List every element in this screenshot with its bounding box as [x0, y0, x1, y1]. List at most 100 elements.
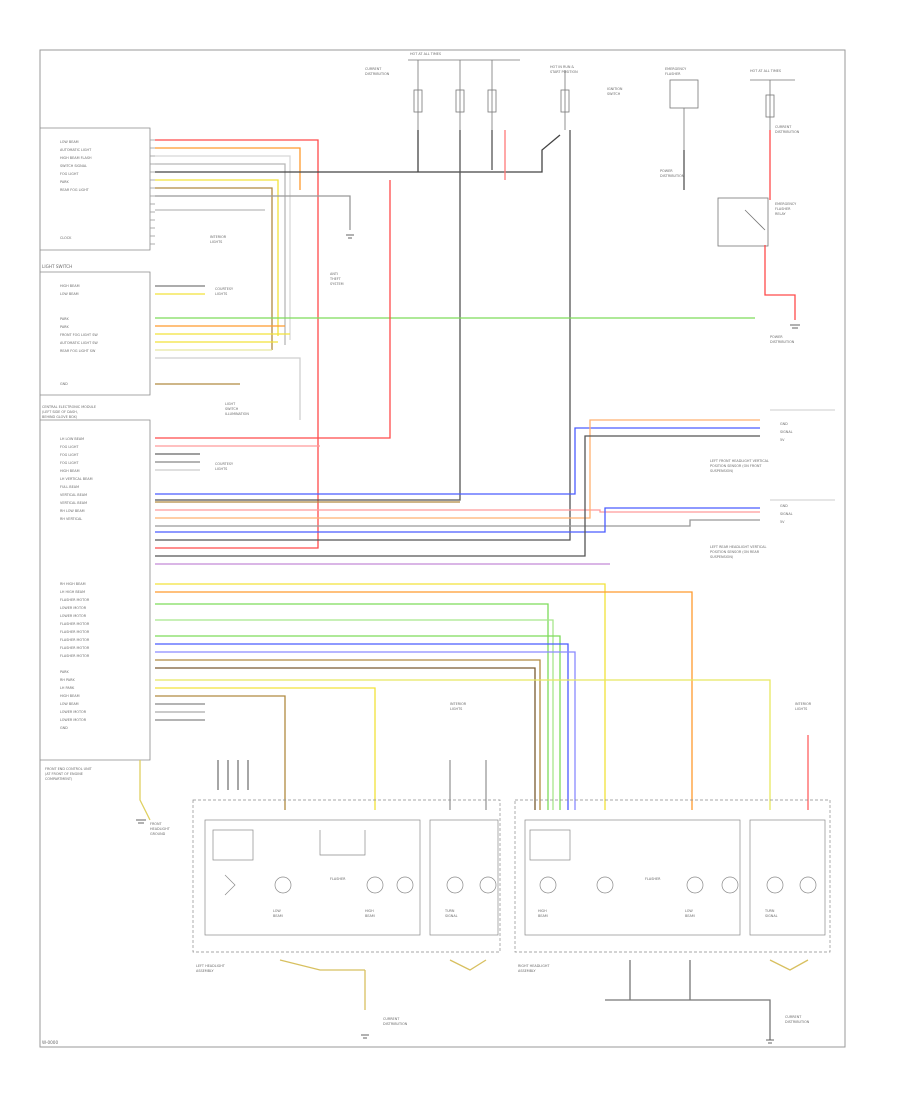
left-module-labels: LOW BEAM AUTOMATIC LIGHT HIGH BEAM FLASH…: [42, 140, 98, 781]
svg-text:PARK: PARK: [60, 670, 70, 674]
svg-text:RH PARK: RH PARK: [60, 678, 75, 682]
svg-text:RH VERTICAL: RH VERTICAL: [60, 517, 82, 521]
svg-text:LIGHTS: LIGHTS: [215, 292, 227, 296]
svg-text:DISTRIBUTION: DISTRIBUTION: [383, 1022, 408, 1026]
svg-text:FOG LIGHT: FOG LIGHT: [60, 453, 79, 457]
svg-text:FLASHER: FLASHER: [330, 877, 346, 881]
svg-text:PARK: PARK: [60, 317, 70, 321]
svg-text:AUTOMATIC LIGHT: AUTOMATIC LIGHT: [60, 148, 92, 152]
svg-text:ANTI: ANTI: [330, 272, 338, 276]
svg-text:LEFT FRONT HEADLIGHT VERTICAL: LEFT FRONT HEADLIGHT VERTICAL: [710, 459, 769, 463]
svg-text:FLASHER MOTOR: FLASHER MOTOR: [60, 646, 90, 650]
svg-text:RH HIGH BEAM: RH HIGH BEAM: [60, 582, 86, 586]
svg-text:LIGHTS: LIGHTS: [210, 240, 222, 244]
svg-text:LOW BEAM: LOW BEAM: [60, 702, 79, 706]
svg-text:FRONT FOG LIGHT SW: FRONT FOG LIGHT SW: [60, 333, 98, 337]
svg-text:LOWER MOTOR: LOWER MOTOR: [60, 614, 87, 618]
svg-text:POSITION SENSOR (ON FRONT: POSITION SENSOR (ON FRONT: [710, 464, 762, 468]
svg-text:LIGHT: LIGHT: [225, 402, 236, 406]
svg-text:INTERIOR: INTERIOR: [210, 235, 227, 239]
light-switch-label: LIGHT SWITCH: [42, 264, 72, 269]
svg-text:BEHIND GLOVE BOX): BEHIND GLOVE BOX): [42, 415, 78, 419]
svg-text:TURN: TURN: [764, 909, 775, 913]
svg-text:BEAM: BEAM: [685, 914, 695, 918]
svg-text:SUSPENSION): SUSPENSION): [710, 469, 734, 473]
svg-text:INTERIOR: INTERIOR: [450, 702, 467, 706]
svg-text:FLASHER MOTOR: FLASHER MOTOR: [60, 654, 90, 658]
svg-text:FLASHER MOTOR: FLASHER MOTOR: [60, 638, 90, 642]
svg-text:DISTRIBUTION: DISTRIBUTION: [770, 340, 795, 344]
svg-text:HIGH BEAM: HIGH BEAM: [60, 694, 80, 698]
svg-text:CURRENT: CURRENT: [785, 1015, 802, 1019]
svg-text:LEFT HEADLIGHT: LEFT HEADLIGHT: [196, 964, 226, 968]
svg-text:POWER: POWER: [660, 169, 673, 173]
svg-text:HIGH: HIGH: [538, 909, 547, 913]
svg-text:LH LOW BEAM: LH LOW BEAM: [60, 437, 84, 441]
svg-text:PARK: PARK: [60, 180, 70, 184]
svg-text:SYSTEM: SYSTEM: [330, 282, 344, 286]
svg-text:(LEFT SIDE OF DASH,: (LEFT SIDE OF DASH,: [42, 410, 78, 414]
svg-text:POSITION SENSOR (ON REAR: POSITION SENSOR (ON REAR: [710, 550, 760, 554]
svg-text:PARK: PARK: [60, 325, 70, 329]
svg-text:FLASHER: FLASHER: [775, 207, 791, 211]
svg-text:ASSEMBLY: ASSEMBLY: [518, 969, 536, 973]
svg-text:SUSPENSION): SUSPENSION): [710, 555, 734, 559]
svg-text:LOW BEAM: LOW BEAM: [60, 140, 79, 144]
svg-text:FOG LIGHT: FOG LIGHT: [60, 461, 79, 465]
svg-text:START POSITION: START POSITION: [550, 70, 578, 74]
svg-text:HIGH: HIGH: [365, 909, 374, 913]
svg-text:LH PARK: LH PARK: [60, 686, 75, 690]
top-fuse-labels: HOT AT ALL TIMES CURRENT DISTRIBUTION HO…: [210, 52, 800, 471]
svg-text:DISTRIBUTION: DISTRIBUTION: [660, 174, 685, 178]
ground-symbols: [136, 234, 800, 1044]
diagram-code: W-0000: [42, 1040, 58, 1045]
svg-text:IGNITION: IGNITION: [607, 87, 623, 91]
svg-text:GND: GND: [780, 504, 788, 508]
svg-text:GROUND: GROUND: [150, 832, 166, 836]
svg-text:FLASHER MOTOR: FLASHER MOTOR: [60, 622, 90, 626]
svg-text:BEAM: BEAM: [538, 914, 548, 918]
svg-text:DISTRIBUTION: DISTRIBUTION: [785, 1020, 810, 1024]
svg-text:HIGH BEAM FLASH: HIGH BEAM FLASH: [60, 156, 92, 160]
svg-text:SWITCH: SWITCH: [607, 92, 621, 96]
svg-text:HOT AT ALL TIMES: HOT AT ALL TIMES: [410, 52, 441, 56]
svg-text:AUTOMATIC LIGHT SW: AUTOMATIC LIGHT SW: [60, 341, 98, 345]
svg-text:(AT FRONT OF ENGINE: (AT FRONT OF ENGINE: [45, 772, 83, 776]
svg-text:DISTRIBUTION: DISTRIBUTION: [775, 130, 800, 134]
svg-text:THEFT: THEFT: [329, 277, 342, 281]
svg-text:EMERGENCY: EMERGENCY: [775, 202, 797, 206]
svg-text:FOG LIGHT: FOG LIGHT: [60, 172, 79, 176]
svg-text:COMPARTMENT): COMPARTMENT): [45, 777, 73, 781]
svg-text:5V: 5V: [780, 520, 785, 524]
top-fuse-area: [408, 59, 795, 247]
right-headlight-assembly: [514, 799, 831, 953]
svg-text:LOW: LOW: [273, 909, 281, 913]
svg-text:FLASHER: FLASHER: [665, 72, 681, 76]
svg-text:LOW: LOW: [685, 909, 693, 913]
svg-text:HOT IN RUN &: HOT IN RUN &: [550, 65, 574, 69]
svg-text:RIGHT HEADLIGHT: RIGHT HEADLIGHT: [518, 964, 550, 968]
svg-text:HIGH BEAM: HIGH BEAM: [60, 284, 80, 288]
right-sensor-area: GND SIGNAL 5V LEFT FRONT HEADLIGHT VERTI…: [710, 409, 835, 559]
svg-text:FLASHER: FLASHER: [645, 877, 661, 881]
svg-text:COURTESY: COURTESY: [215, 287, 234, 291]
svg-text:LIGHTS: LIGHTS: [450, 707, 462, 711]
svg-text:5V: 5V: [780, 438, 785, 442]
svg-text:LIGHTS: LIGHTS: [215, 467, 227, 471]
svg-text:GND: GND: [60, 726, 68, 730]
svg-text:FRONT END CONTROL UNIT: FRONT END CONTROL UNIT: [45, 767, 93, 771]
svg-text:CLOCK: CLOCK: [60, 236, 72, 240]
svg-text:BEAM: BEAM: [273, 914, 283, 918]
svg-text:HOT AT ALL TIMES: HOT AT ALL TIMES: [750, 69, 781, 73]
svg-text:GND: GND: [780, 422, 788, 426]
svg-text:FRONT: FRONT: [150, 822, 163, 826]
svg-text:RH LOW BEAM: RH LOW BEAM: [60, 509, 85, 513]
svg-text:LH VERTICAL BEAM: LH VERTICAL BEAM: [60, 477, 93, 481]
svg-text:EMERGENCY: EMERGENCY: [665, 67, 687, 71]
svg-text:HIGH BEAM: HIGH BEAM: [60, 469, 80, 473]
svg-text:LOW BEAM: LOW BEAM: [60, 292, 79, 296]
left-headlight-assembly: [192, 799, 501, 953]
svg-text:HEADLIGHT: HEADLIGHT: [150, 827, 171, 831]
svg-text:CENTRAL ELECTRONIC MODULE: CENTRAL ELECTRONIC MODULE: [42, 405, 96, 409]
svg-text:LOWER MOTOR: LOWER MOTOR: [60, 606, 87, 610]
